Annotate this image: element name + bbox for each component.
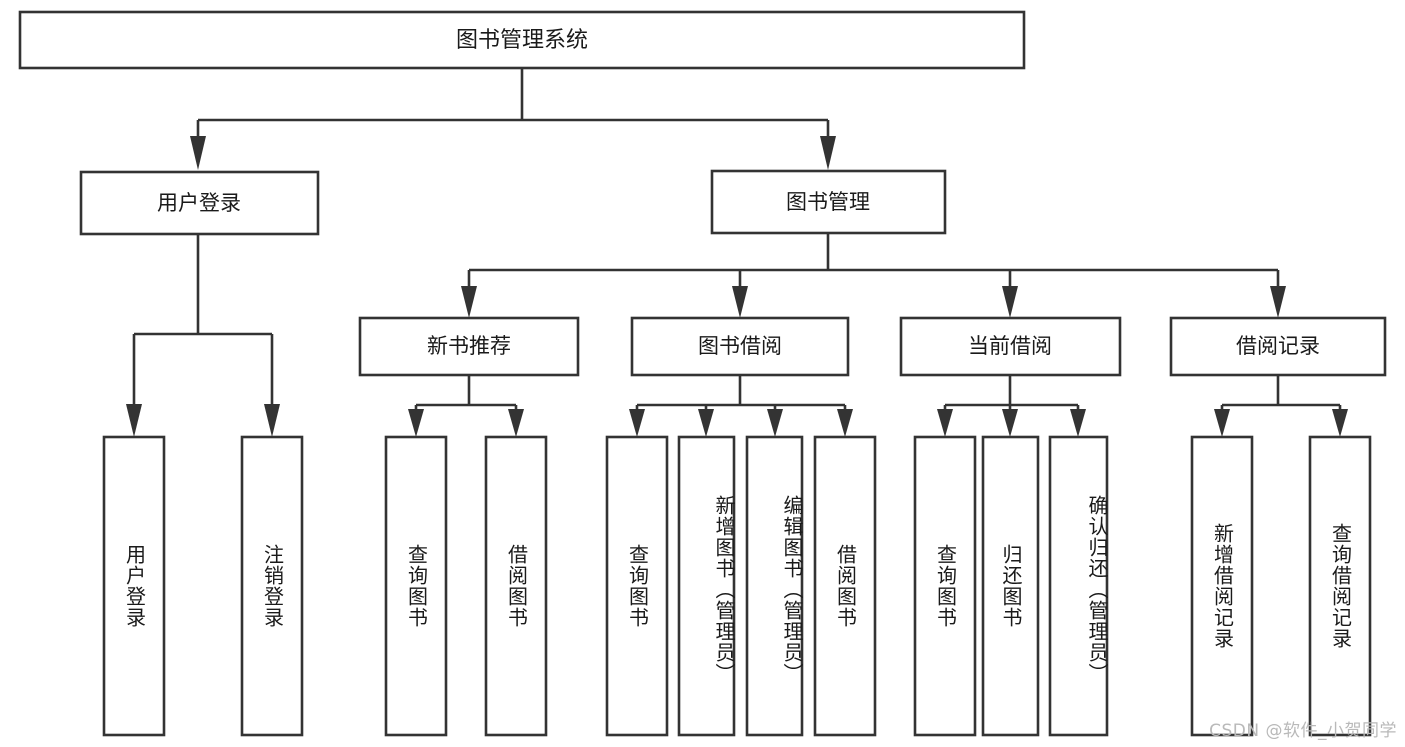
leaf-box-logout[interactable]: [240, 435, 304, 737]
arrow-to-leaf-borrow-book-1: [508, 409, 524, 437]
arrow-root-to-user-login: [190, 136, 206, 170]
leaf-box-borrow-book-1[interactable]: [484, 435, 548, 737]
connector-layer: [126, 68, 1348, 437]
node-book-borrow-label: 图书借阅: [698, 334, 782, 358]
node-new-book-recommend-box[interactable]: [358, 316, 580, 377]
leaf-box-confirm-return[interactable]: [1048, 435, 1109, 737]
leaf-box-return-book[interactable]: [981, 435, 1040, 737]
node-borrow-record-label: 借阅记录: [1236, 334, 1320, 358]
arrow-to-new-book-rec: [461, 286, 477, 318]
arrow-to-leaf-confirm-return: [1070, 409, 1086, 437]
arrow-root-to-book-mgmt: [820, 136, 836, 170]
node-book-management-box[interactable]: [710, 169, 947, 235]
arrow-to-current-borrow: [1002, 286, 1018, 318]
arrow-to-leaf-user-login: [126, 404, 142, 437]
arrow-to-leaf-add-book: [698, 409, 714, 437]
leaf-box-add-book[interactable]: [677, 435, 736, 737]
arrow-to-leaf-logout: [264, 404, 280, 437]
node-user-login-box[interactable]: [79, 170, 320, 236]
arrow-to-leaf-query-record: [1332, 409, 1348, 437]
watermark-text: CSDN @软件_小贺同学: [1209, 721, 1397, 741]
node-new-book-recommend[interactable]: 新书推荐: [358, 316, 580, 377]
node-book-borrow[interactable]: 图书借阅: [630, 316, 850, 377]
leaf-box-borrow-book-2[interactable]: [813, 435, 877, 737]
leaf-box-edit-book[interactable]: [745, 435, 804, 737]
node-user-login[interactable]: 用户登录: [79, 170, 320, 236]
node-current-borrow-box[interactable]: [899, 316, 1122, 377]
node-current-borrow[interactable]: 当前借阅: [899, 316, 1122, 377]
leaf-box-add-record[interactable]: [1190, 435, 1254, 737]
arrow-to-leaf-query-book-3: [937, 409, 953, 437]
leaf-box-query-book-2[interactable]: [605, 435, 669, 737]
arrow-to-leaf-return-book: [1002, 409, 1018, 437]
node-borrow-record[interactable]: 借阅记录: [1169, 316, 1387, 377]
arrow-to-leaf-query-book-2: [629, 409, 645, 437]
leaf-box-query-book-1[interactable]: [384, 435, 448, 737]
leaf-box-query-record[interactable]: [1308, 435, 1372, 737]
node-book-management-label: 图书管理: [786, 190, 870, 214]
node-borrow-record-box[interactable]: [1169, 316, 1387, 377]
node-root-label: 图书管理系统: [456, 28, 588, 53]
leaf-box-query-book-3[interactable]: [913, 435, 977, 737]
arrow-to-leaf-add-record: [1214, 409, 1230, 437]
leaf-box-layer: [102, 435, 1372, 737]
arrow-to-leaf-borrow-book-2: [837, 409, 853, 437]
arrow-to-leaf-edit-book: [767, 409, 783, 437]
node-book-management[interactable]: 图书管理: [710, 169, 947, 235]
leaf-box-user-login[interactable]: [102, 435, 166, 737]
arrow-to-borrow-record: [1270, 286, 1286, 318]
node-current-borrow-label: 当前借阅: [968, 334, 1052, 358]
node-root[interactable]: 图书管理系统: [18, 10, 1026, 70]
node-new-book-recommend-label: 新书推荐: [427, 334, 511, 358]
arrow-to-book-borrow: [732, 286, 748, 318]
node-book-borrow-box[interactable]: [630, 316, 850, 377]
node-root-box[interactable]: [18, 10, 1026, 70]
node-user-login-label: 用户登录: [157, 191, 241, 215]
arrow-to-leaf-query-book-1: [408, 409, 424, 437]
